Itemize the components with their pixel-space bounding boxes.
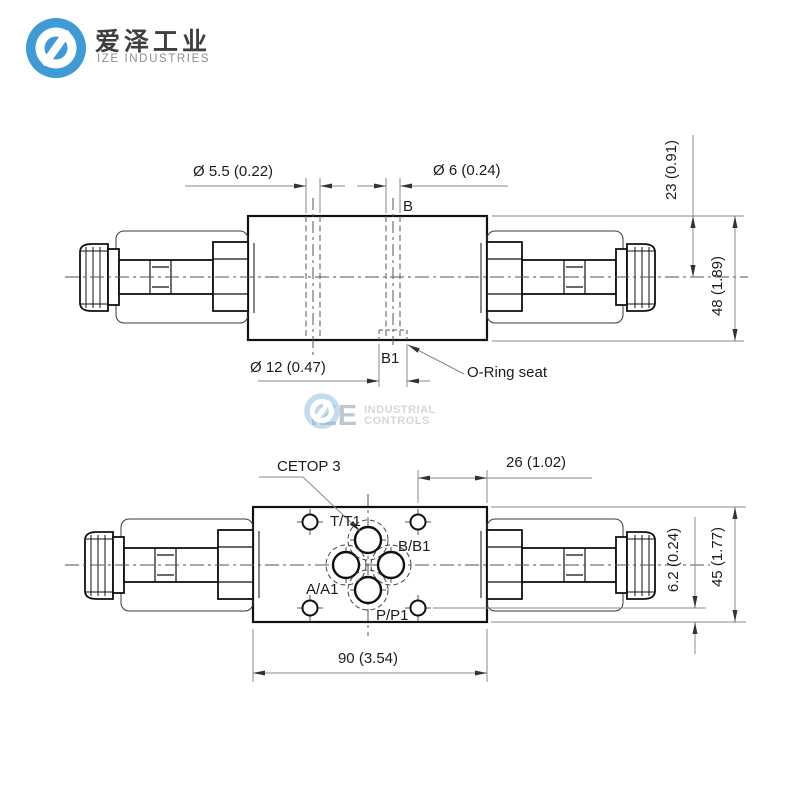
watermark-caption: INDUSTRIAL CONTROLS [364, 403, 436, 428]
label-cetop3: CETOP 3 [277, 458, 341, 475]
port-t-hole [353, 525, 383, 555]
port-label-t-t1: T/T1 [330, 513, 361, 530]
watermark-logo-icon [304, 393, 340, 429]
label-oring-seat: O-Ring seat [467, 364, 548, 381]
dim-label-45: 45 (1.77) [709, 527, 726, 587]
dim-label-dia12: Ø 12 (0.47) [250, 359, 326, 376]
port-holes [325, 519, 412, 611]
bolt-holes [297, 509, 431, 621]
port-label-b1: B1 [381, 350, 399, 367]
port-view-arrowheads [253, 475, 738, 676]
dim-label-62: 6.2 (0.24) [665, 528, 682, 592]
company-logo-icon [26, 18, 86, 78]
dim-label-48: 48 (1.89) [709, 256, 726, 316]
port-label-b: B [403, 198, 413, 215]
company-name-en: IZE INDUSTRIES [97, 53, 211, 65]
port-label-b-b1: B/B1 [398, 538, 431, 555]
port-view-dimensions [252, 470, 746, 682]
dim-label-dia6: Ø 6 (0.24) [433, 162, 501, 179]
watermark-line1: INDUSTRIAL [364, 403, 436, 416]
dim-label-26: 26 (1.02) [506, 454, 566, 471]
port-b-hole [376, 550, 406, 580]
port-view-centerlines [65, 494, 710, 636]
port-view: CETOP 3 26 (1.02) T/T1 B/B1 A/A1 P/P1 6.… [65, 454, 746, 682]
port-p-hole [353, 575, 383, 605]
dim-label-23: 23 (0.91) [663, 140, 680, 200]
watermark-line2: CONTROLS [364, 415, 430, 427]
company-logo [24, 16, 88, 80]
side-view-centerlines [65, 198, 748, 356]
watermark: iZE INDUSTRIAL CONTROLS [303, 392, 503, 440]
dim-label-90: 90 (3.54) [338, 650, 398, 667]
side-view-arrowheads [294, 183, 738, 384]
valve-body-outline [246, 214, 489, 342]
company-name-cn: 爱泽工业 [95, 28, 212, 56]
port-a-hole [331, 550, 361, 580]
dim-label-dia55: Ø 5.5 (0.22) [193, 163, 273, 180]
side-view: Ø 5.5 (0.22) Ø 6 (0.24) B Ø 12 (0.47) B1… [65, 135, 748, 387]
port-label-a-a1: A/A1 [306, 581, 339, 598]
port-label-p-p1: P/P1 [376, 607, 409, 624]
